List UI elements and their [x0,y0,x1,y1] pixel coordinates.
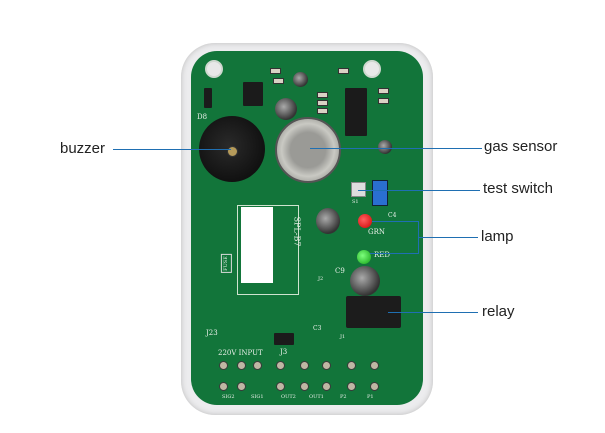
electrolytic-capacitor [350,266,380,296]
silk-j23: J23 [206,329,218,337]
terminal-pad [322,382,331,391]
silk-c4: C4 [388,212,397,219]
smd-resistor [317,108,328,114]
terminal-pad [347,361,356,370]
ic-chip [243,82,263,106]
transformer-outline [237,205,299,295]
gas-sensor [275,117,341,183]
terminal-pad [370,382,379,391]
label-test-switch: test switch [483,180,554,197]
capacitor [378,140,392,154]
silk-c3: C3 [313,325,322,332]
diode [204,88,212,108]
smd-resistor [378,88,389,94]
silk-j2: J2 [318,276,324,282]
silk-terminal: SIG1 [251,394,264,400]
board-cutout [241,207,273,283]
silk-s1: S1 [352,199,359,205]
terminal-pad [370,361,379,370]
silk-grn: GRN [368,228,385,236]
lamp-callout-line [418,237,478,238]
test-switch-callout-line [358,190,480,191]
mount-hole [363,60,381,78]
ic-chip [345,88,367,136]
smd-resistor [317,92,328,98]
label-lamp: lamp [481,228,514,245]
silk-d8: D8 [197,113,208,121]
silk-j3: J3 [280,348,288,356]
smd-resistor [317,100,328,106]
mount-hole [205,60,223,78]
inductor [275,98,297,120]
terminal-pad [219,361,228,370]
silk-terminal: SIG2 [222,394,235,400]
silk-j1: J1 [340,334,346,340]
terminal-pad [276,382,285,391]
silk-terminal: P1 [367,394,374,400]
capacitor [293,72,308,87]
smd-resistor [378,98,389,104]
red-led [358,214,372,228]
buzzer-center [227,146,238,157]
smd-resistor [270,68,281,74]
silk-terminal: P2 [340,394,347,400]
silk-terminal: OUT1 [309,394,324,400]
test-switch[interactable] [351,182,366,197]
terminal-pad [219,382,228,391]
terminal-pad [253,361,262,370]
silk-terminal: OUT2 [281,394,296,400]
jumper-j3 [274,333,294,345]
relay-callout-line [388,312,478,313]
smd-resistor [338,68,349,74]
terminal-pad [276,361,285,370]
silk-220v-input: 220V INPUT [218,349,263,357]
label-gas-sensor: gas sensor [484,138,558,155]
label-relay: relay [482,303,515,320]
circuit-board [191,51,423,405]
green-led [357,250,371,264]
capacitor [316,208,340,234]
silk-transformer: SPL-B7 [292,216,302,247]
terminal-pad [300,382,309,391]
label-buzzer: buzzer [60,140,106,157]
terminal-pad [237,382,246,391]
buzzer-callout-line [113,149,231,150]
terminal-pad [347,382,356,391]
terminal-pad [300,361,309,370]
silk-red: RED [374,251,390,259]
gas-sensor-callout-line [310,148,482,149]
terminal-pad [322,361,331,370]
smd-resistor [273,78,284,84]
lamp-callout-line-green [370,253,418,254]
silk-c9: C9 [335,267,345,275]
silk-fuse: FUSE [220,254,232,273]
terminal-pad [237,361,246,370]
potentiometer [372,180,388,206]
lamp-callout-line-red [372,221,418,222]
